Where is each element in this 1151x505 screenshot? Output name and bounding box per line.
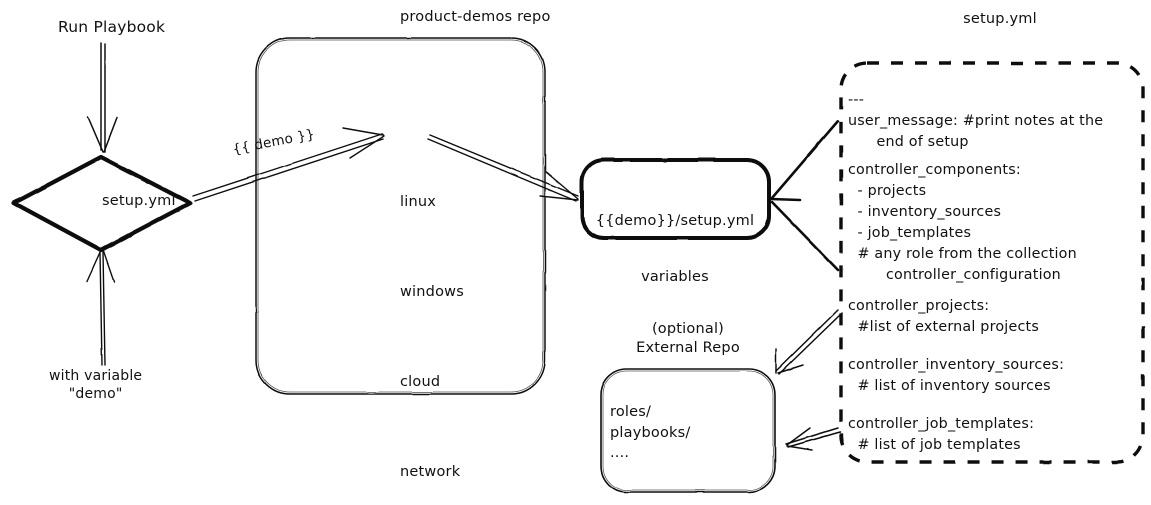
repo-item-list: linux windows cloud network ... [400,127,464,505]
external-repo-items: roles/ playbooks/ .... [610,404,691,462]
repo-item-linux: linux [400,194,437,210]
repo-item-cloud: cloud [400,374,441,390]
repo-item-windows: windows [400,284,464,300]
external-repo-box[interactable] [600,368,776,493]
external-repo-title: (optional) External Repo [636,321,740,356]
with-variable-label: with variable "demo" [49,368,143,402]
demo-setup-vars-line1: {{demo}}/setup.yml [595,213,755,230]
demo-setup-vars-box[interactable] [580,158,771,240]
arrow-demo-to-linux [192,127,385,202]
connector-setupyml-to-vars [769,119,840,272]
setup-yml-block-controller-inventory-sources: controller_inventory_sources: # list of … [848,357,1065,395]
arrow-linux-to-vars [427,134,579,202]
setup-yml-box-title: setup.yml [963,11,1037,27]
setup-yml-block-controller-job-templates: controller_job_templates: # list of job … [848,416,1035,454]
product-demos-repo-title: product-demos repo [400,9,551,25]
setup-yml-block-user-message: --- user_message: #print notes at the en… [848,92,1104,151]
product-demos-repo-box[interactable] [255,37,546,395]
setup-yml-dashed-box[interactable] [839,61,1145,464]
setup-yml-block-controller-projects: controller_projects: #list of external p… [848,298,1039,336]
arrow-run-playbook [87,42,118,153]
demo-setup-vars-label: {{demo}}/setup.yml variables [596,175,754,323]
arrow-with-variable [86,249,115,366]
arrow-projects-to-external-repo [775,309,843,375]
decision-setup-yml[interactable] [11,154,193,253]
demo-setup-vars-line2: variables [641,268,709,285]
setup-yml-block-controller-components: controller_components: - projects - inve… [848,162,1077,284]
decision-label-setup-yml: setup.yml [102,193,176,209]
repo-item-network: network [400,464,461,480]
run-playbook-label: Run Playbook [58,18,166,36]
arrow-job-templates-to-external-repo [785,427,841,451]
